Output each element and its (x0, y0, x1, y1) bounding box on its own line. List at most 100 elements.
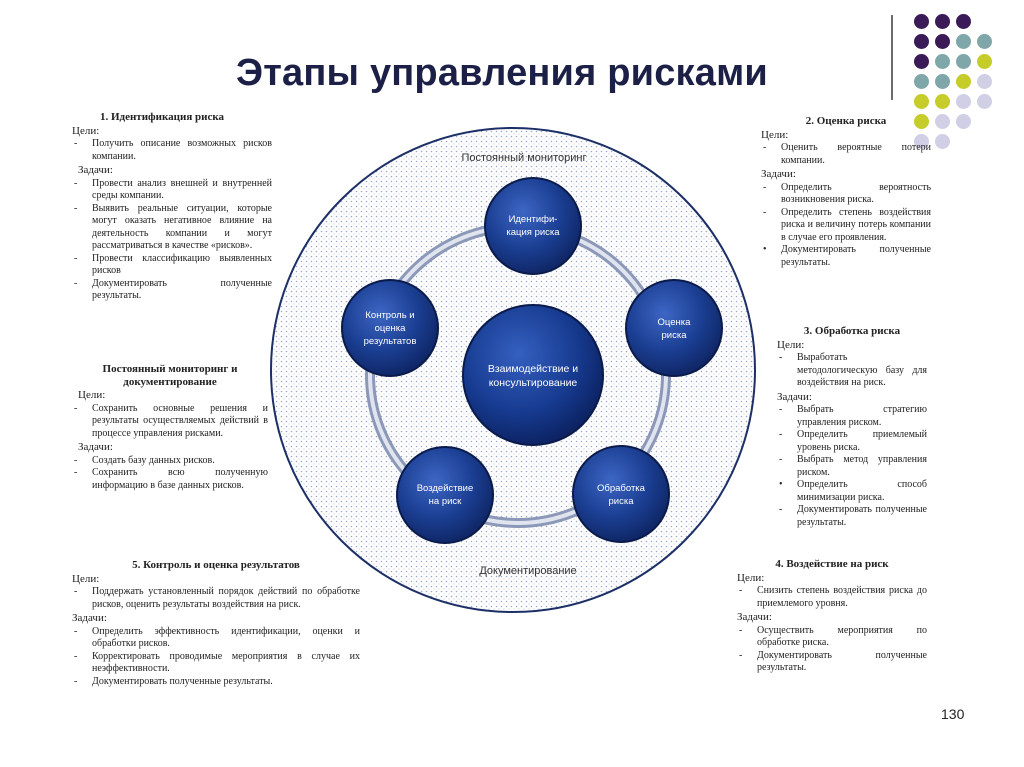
decorative-dot (935, 14, 950, 29)
goals-label: Цели: (777, 338, 805, 351)
block-treatment: 3. Обработка риска Цели: Выработать мето… (777, 325, 927, 529)
tasks-list: Определить вероятность возникновения рис… (761, 182, 931, 270)
tasks-list: Выбрать стратегию управления риском. Опр… (777, 404, 927, 529)
center-node-line2: консультирование (489, 377, 578, 389)
list-item: Поддержать установленный порядок действи… (72, 586, 360, 611)
decorative-dot (935, 134, 950, 149)
decorative-dot (956, 54, 971, 69)
node-identification-line2: кация риска (506, 227, 560, 238)
center-node-line1: Взаимодействие и (488, 363, 578, 375)
list-item: Оценить вероятные потери компании. (761, 142, 931, 167)
list-item: Выработать методологическую базу для воз… (777, 352, 927, 390)
list-item: Выбрать метод управления риском. (777, 454, 927, 479)
list-item: Определить вероятность возникновения рис… (761, 182, 931, 207)
list-item: Осуществить мероприятия по обработке рис… (737, 625, 927, 650)
list-item: Определить способ минимизации риска. (777, 479, 927, 504)
decorative-dot (956, 94, 971, 109)
goals-list: Поддержать установленный порядок действи… (72, 586, 360, 611)
list-item: Сохранить всю полученную информацию в ба… (72, 467, 268, 492)
block-heading: 5. Контроль и оценка результатов (132, 559, 300, 571)
block-assessment: 2. Оценка риска Цели: Оценить вероятные … (761, 115, 931, 269)
decorative-dot (977, 34, 992, 49)
list-item: Документировать полученные результаты. (72, 676, 360, 689)
list-item: Провести классификацию выявленных рисков (72, 253, 272, 278)
block-heading: 4. Воздействие на риск (775, 558, 889, 570)
slide-number: 130 (941, 706, 965, 722)
block-heading: 1. Идентификация риска (99, 111, 225, 123)
list-item: Получить описание возможных рисков компа… (72, 138, 272, 163)
block-identification: 1. Идентификация риска Цели: Получить оп… (72, 111, 272, 303)
goals-label: Цели: (737, 571, 765, 584)
goals-label: Цели: (72, 124, 100, 137)
decorative-dot (977, 54, 992, 69)
list-item: Документировать полученные результаты. (761, 244, 931, 269)
list-item: Провести анализ внешней и внутренней сре… (72, 178, 272, 203)
decorative-dot (914, 74, 929, 89)
block-control: 5. Контроль и оценка результатов Цели: П… (72, 559, 360, 688)
node-control: Контроль и оценка результатов (341, 279, 439, 377)
decorative-dot (914, 34, 929, 49)
list-item: Выявить реальные ситуации, которые могут… (72, 203, 272, 253)
decorative-dot (935, 94, 950, 109)
goals-list: Получить описание возможных рисков компа… (72, 138, 272, 163)
list-item: Определить эффективность идентификации, … (72, 626, 360, 651)
tasks-list: Осуществить мероприятия по обработке рис… (737, 625, 927, 675)
node-treatment-line1: Обработка (597, 483, 646, 494)
decorative-dot (935, 114, 950, 129)
decorative-dot (914, 114, 929, 129)
list-item: Определить степень воздействия риска и в… (761, 207, 931, 245)
decorative-dot (914, 54, 929, 69)
tasks-list: Провести анализ внешней и внутренней сре… (72, 178, 272, 303)
list-item: Снизить степень воздействия риска до при… (737, 585, 927, 610)
page-title: Этапы управления рисками (236, 52, 768, 94)
list-item: Документировать полученные результаты. (777, 504, 927, 529)
goals-list: Выработать методологическую базу для воз… (777, 352, 927, 390)
decorative-dot (935, 54, 950, 69)
decorative-dot (935, 74, 950, 89)
node-control-line1: Контроль и (365, 310, 414, 321)
center-node: Взаимодействие и консультирование (462, 304, 604, 446)
decorative-dot (977, 94, 992, 109)
list-item: Документировать полученные результаты. (72, 278, 272, 303)
ring-label-top: Постоянный мониторинг (461, 152, 586, 164)
block-heading: 3. Обработка риска (803, 325, 901, 337)
tasks-label: Задачи: (78, 441, 113, 453)
node-impact-line2: на риск (429, 496, 463, 507)
tasks-label: Задачи: (761, 168, 796, 180)
node-treatment-line2: риска (609, 496, 635, 507)
block-heading: 2. Оценка риска (805, 115, 887, 127)
tasks-label: Задачи: (777, 390, 812, 403)
decorative-dot (956, 114, 971, 129)
block-monitoring: Постоянный мониторинг и документирование… (72, 363, 268, 492)
divider-line (891, 15, 893, 100)
node-impact-line1: Воздействие (417, 483, 474, 494)
goals-label: Цели: (761, 128, 789, 141)
decorative-dot (956, 14, 971, 29)
tasks-list: Создать базу данных рисков. Сохранить вс… (72, 455, 268, 493)
node-assessment-line2: риска (662, 330, 688, 341)
tasks-list: Определить эффективность идентификации, … (72, 626, 360, 689)
node-identification-line1: Идентифи- (509, 214, 558, 225)
node-impact: Воздействие на риск (396, 446, 494, 544)
tasks-label: Задачи: (78, 164, 113, 176)
tasks-label: Задачи: (72, 612, 107, 624)
block-impact: 4. Воздействие на риск Цели: Снизить сте… (737, 558, 927, 675)
decorative-dot (977, 74, 992, 89)
decorative-dots (904, 6, 1024, 166)
list-item: Документировать полученные результаты. (737, 650, 927, 675)
goals-list: Снизить степень воздействия риска до при… (737, 585, 927, 610)
list-item: Сохранить основные решения и результаты … (72, 403, 268, 441)
node-treatment: Обработка риска (572, 445, 670, 543)
tasks-label: Задачи: (737, 611, 772, 623)
goals-label: Цели: (72, 572, 100, 585)
goals-list: Оценить вероятные потери компании. (761, 142, 931, 167)
node-control-line2: оценка (375, 323, 407, 334)
decorative-dot (956, 34, 971, 49)
node-identification: Идентифи- кация риска (484, 177, 582, 275)
goals-label: Цели: (78, 389, 106, 401)
block-heading: Постоянный мониторинг и документирование (102, 363, 238, 388)
node-control-line3: результатов (364, 336, 417, 347)
node-assessment-line1: Оценка (658, 317, 692, 328)
list-item: Корректировать проводимые мероприятия в … (72, 651, 360, 676)
